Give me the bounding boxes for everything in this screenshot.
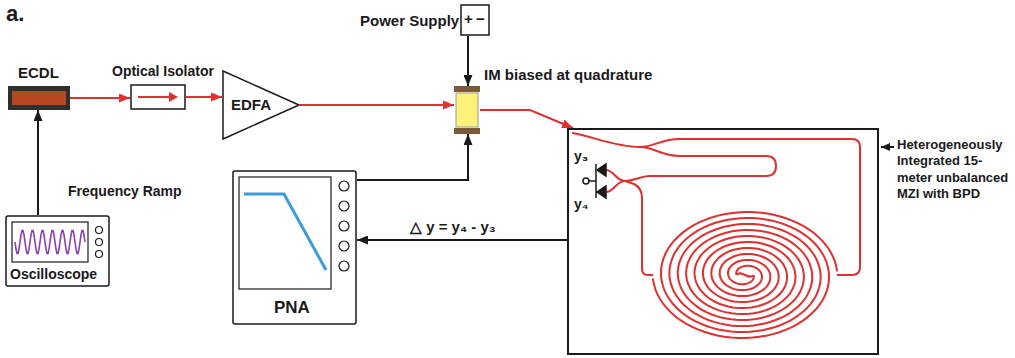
node-label: Oscilloscope bbox=[10, 266, 97, 282]
node-label: y₃ bbox=[574, 148, 588, 164]
sine-trace bbox=[15, 231, 85, 254]
response-trace bbox=[244, 194, 326, 270]
callout-arrow bbox=[881, 146, 894, 148]
supply-box bbox=[461, 5, 489, 35]
isolator-box bbox=[131, 85, 185, 109]
output-waveguide bbox=[606, 181, 625, 192]
electrical-signal bbox=[37, 110, 39, 215]
amplifier-triangle bbox=[223, 71, 299, 139]
input-waveguide bbox=[572, 133, 640, 147]
panel-label: a. bbox=[6, 1, 24, 26]
intensity-modulator: IM biased at quadrature bbox=[454, 64, 664, 134]
optical-path bbox=[300, 104, 454, 106]
node-label: y₄ bbox=[574, 196, 588, 212]
node-outline bbox=[567, 128, 879, 355]
laser-cavity bbox=[12, 91, 66, 105]
laser-body bbox=[8, 86, 70, 110]
node-label: Power Supply bbox=[360, 12, 459, 29]
short-arm bbox=[625, 147, 776, 181]
electrical-signal bbox=[467, 36, 469, 86]
node-label: − bbox=[476, 10, 485, 27]
node-outline bbox=[454, 86, 480, 134]
delay-spiral bbox=[653, 212, 837, 338]
isolator-arrow bbox=[138, 96, 170, 98]
optical-path bbox=[480, 110, 573, 128]
screen bbox=[12, 222, 88, 262]
balanced-photodiode bbox=[583, 164, 606, 198]
node-outline bbox=[8, 86, 70, 110]
instrument-case bbox=[233, 171, 356, 324]
knob bbox=[96, 251, 103, 258]
spiral-return bbox=[625, 181, 653, 275]
knob bbox=[339, 201, 349, 211]
oscilloscope: Oscilloscope bbox=[5, 215, 110, 287]
node-outline bbox=[130, 84, 186, 110]
callout-text: Heterogeneously Integrated 15-meter unba… bbox=[897, 137, 1011, 202]
waveguide bbox=[572, 133, 860, 338]
screen bbox=[239, 177, 331, 289]
signal-label: Frequency Ramp bbox=[66, 183, 184, 199]
output-terminal bbox=[583, 178, 589, 184]
wire bbox=[589, 180, 596, 182]
photodiode-bar bbox=[595, 186, 597, 198]
power-supply: Power Supply +− bbox=[360, 4, 492, 38]
photodiode-bar bbox=[595, 164, 597, 176]
electrode bbox=[454, 128, 480, 134]
isolator-arrowhead bbox=[169, 92, 178, 102]
electrical-signal bbox=[357, 134, 468, 180]
photodiode-symbol bbox=[597, 164, 606, 176]
spiral-center bbox=[737, 273, 754, 276]
knob bbox=[339, 241, 349, 251]
photonic-chip: y₃ y₄ bbox=[567, 128, 879, 355]
knob bbox=[96, 239, 103, 246]
network-analyzer: PNA bbox=[232, 170, 357, 325]
node-label: + bbox=[464, 10, 473, 27]
spiral-arm bbox=[653, 218, 829, 338]
electrode bbox=[454, 86, 480, 92]
optical-path bbox=[186, 96, 222, 98]
node-label: ECDL bbox=[18, 64, 59, 81]
node-label: PNA bbox=[274, 298, 310, 318]
knob bbox=[339, 181, 349, 191]
node-label: IM biased at quadrature bbox=[484, 66, 652, 83]
node-label: EDFA bbox=[231, 96, 271, 113]
amplifier: EDFA bbox=[222, 70, 300, 140]
photodiode-symbol bbox=[597, 186, 606, 198]
optical-isolator: Optical Isolator bbox=[112, 62, 226, 112]
node-label: Optical Isolator bbox=[112, 63, 214, 79]
modulator-crystal bbox=[456, 93, 478, 127]
optical-path bbox=[70, 97, 130, 99]
chip-outline bbox=[568, 129, 878, 354]
output-waveguide bbox=[606, 170, 625, 181]
knob bbox=[339, 261, 349, 271]
knob bbox=[339, 221, 349, 231]
laser-source: ECDL bbox=[8, 62, 72, 112]
signal-label: △ y = y₄ - y₃ bbox=[408, 218, 498, 235]
knob bbox=[96, 227, 103, 234]
instrument-case bbox=[6, 216, 109, 286]
electrical-signal bbox=[357, 239, 567, 241]
